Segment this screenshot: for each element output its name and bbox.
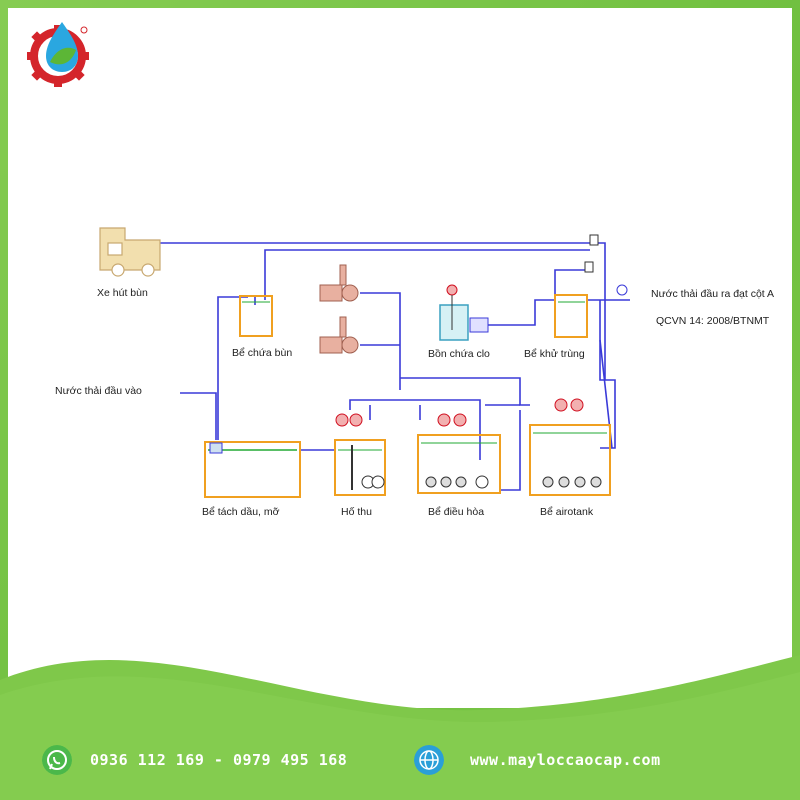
chlorine-tank-icon <box>439 284 489 341</box>
truck-label: Xe hút bùn <box>97 287 148 299</box>
equalization-tank-label: Bể điều hòa <box>428 506 484 518</box>
website-link[interactable]: www.mayloccaocap.com <box>470 751 661 769</box>
sludge-tank-label: Bể chứa bùn <box>232 347 292 359</box>
sludge-tank-icon <box>239 295 273 337</box>
disinfection-tank-label: Bể khử trùng <box>524 348 585 360</box>
water-drop-gear-logo-icon <box>27 22 89 87</box>
sludge-truck-icon <box>99 227 161 277</box>
output-label: Nước thải đầu ra đạt cột A <box>651 288 774 300</box>
oil-separator-label: Bể tách dầu, mỡ <box>202 506 280 518</box>
aerotank-label: Bể airotank <box>540 506 594 518</box>
aerotank-icon <box>529 398 611 496</box>
pump-icon <box>319 264 359 354</box>
input-label: Nước thải đầu vào <box>55 385 142 397</box>
disinfection-tank-icon <box>554 234 628 338</box>
oil-separator-tank-icon <box>204 441 301 498</box>
whatsapp-icon[interactable] <box>42 745 72 775</box>
collection-pit-label: Hố thu <box>341 506 372 518</box>
equalization-tank-icon <box>417 413 501 494</box>
chlorine-tank-label: Bồn chứa clo <box>428 348 490 360</box>
bottom-wave <box>0 655 800 800</box>
phone-numbers[interactable]: 0936 112 169 - 0979 495 168 <box>90 751 348 769</box>
globe-icon[interactable] <box>414 745 444 775</box>
standard-label: QCVN 14: 2008/BTNMT <box>656 315 770 327</box>
collection-pit-icon <box>334 413 386 496</box>
